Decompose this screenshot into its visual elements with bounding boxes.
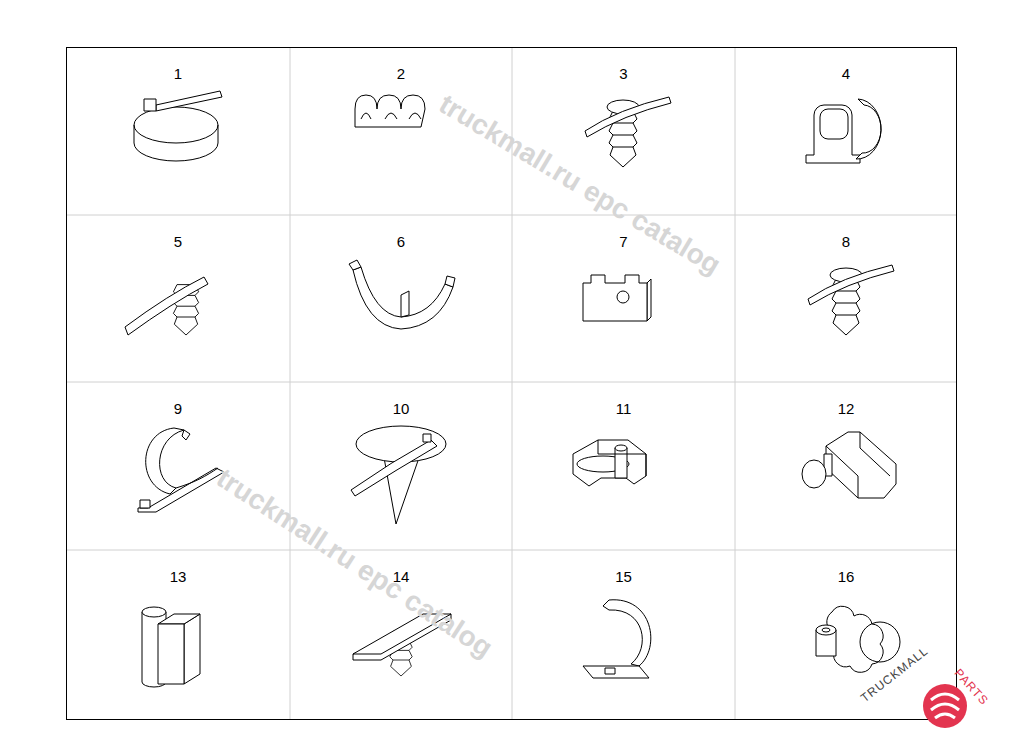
saddle-clip: [349, 260, 455, 329]
strap-rivet-part: [613, 123, 633, 147]
loop-clip: [138, 428, 224, 512]
stud-block-part: [826, 432, 890, 498]
loop-clip-part: [182, 430, 190, 440]
spacer-block: [142, 607, 200, 687]
saddle-clip-part: [349, 260, 361, 270]
drawing-line: [66, 47, 957, 720]
drawing-line: [923, 684, 967, 728]
loop-clip: [583, 600, 651, 678]
cable-tie-part: [156, 91, 222, 111]
callout-number: 1: [174, 65, 182, 82]
callout-number: 12: [838, 400, 855, 417]
triple-clip-part: [355, 95, 425, 127]
spacer-block-part: [158, 624, 184, 684]
stud-block-part: [802, 460, 826, 488]
cone-clip-part: [423, 434, 431, 442]
retainer-plate: [583, 275, 651, 321]
callout-number: 10: [393, 400, 410, 417]
spacer-block-part: [158, 614, 200, 624]
triple-clip-part: [361, 113, 421, 119]
retainer-plate-part: [583, 275, 647, 321]
saddle-clip-part: [353, 267, 453, 329]
callout-number: 7: [619, 233, 627, 250]
spacer-block-part: [142, 607, 166, 617]
ring-nut-part: [816, 625, 836, 635]
bracket-clip: [806, 99, 881, 163]
ring-nut: [816, 606, 900, 672]
strap-rivet: [125, 277, 208, 335]
cone-clip-part: [351, 440, 437, 496]
callout-number: 9: [174, 400, 182, 417]
loop-clip-part: [146, 428, 184, 494]
loop-clip-part: [140, 500, 150, 508]
callout-number: 3: [619, 65, 627, 82]
block-clip-part: [615, 448, 627, 478]
strap-rivet-part: [836, 291, 856, 315]
watermark: truckmall.ru epc catalog: [434, 88, 727, 281]
spacer-block-part: [184, 614, 200, 684]
saddle-clip-part: [401, 291, 409, 317]
loop-clip-part: [603, 600, 651, 666]
callout-number: 6: [397, 233, 405, 250]
logo-text: TRUCKMALL: [858, 644, 931, 705]
stud-block-part: [826, 432, 896, 498]
bracket-clip-part: [856, 99, 881, 159]
strap-rivet: [808, 265, 894, 335]
cable-tie-part: [144, 99, 156, 111]
callout-number: 5: [174, 233, 182, 250]
callout-number: 4: [842, 65, 850, 82]
bracket-clip-part: [806, 105, 860, 163]
cable-tie-part: [134, 107, 218, 143]
loop-clip-part: [583, 666, 649, 678]
logo-mark: [923, 684, 967, 728]
strap-rivet: [585, 97, 671, 167]
callout-number: 11: [616, 400, 632, 417]
retainer-plate-part: [617, 291, 629, 303]
ring-nut-part: [822, 628, 830, 632]
callout-number: 16: [838, 568, 855, 585]
callout-number: 2: [397, 65, 405, 82]
loop-clip-part: [605, 668, 615, 674]
bracket-clip-part: [820, 109, 848, 139]
cable-tie: [134, 91, 222, 161]
strap-rivet-part: [585, 97, 671, 137]
block-clip: [573, 440, 646, 486]
ring-nut-part: [860, 622, 900, 662]
block-clip-part: [615, 445, 627, 451]
drawing-line: [67, 48, 957, 720]
grid: [66, 47, 957, 720]
retainer-plate-part: [647, 279, 651, 321]
block-clip-part: [598, 440, 646, 476]
stud-block: [802, 432, 896, 498]
triple-clip: [355, 95, 425, 127]
callout-number: 13: [170, 568, 187, 585]
callout-number: 15: [615, 568, 632, 585]
saddle-clip-part: [445, 276, 455, 287]
strap-rivet-part: [125, 277, 208, 335]
strap-rivet-part: [808, 265, 894, 305]
cable-tie-part: [134, 125, 218, 161]
cone-clip: [351, 426, 446, 524]
callout-number: 8: [842, 233, 850, 250]
drawing-line: [931, 694, 959, 718]
block-clip-part: [573, 440, 646, 486]
